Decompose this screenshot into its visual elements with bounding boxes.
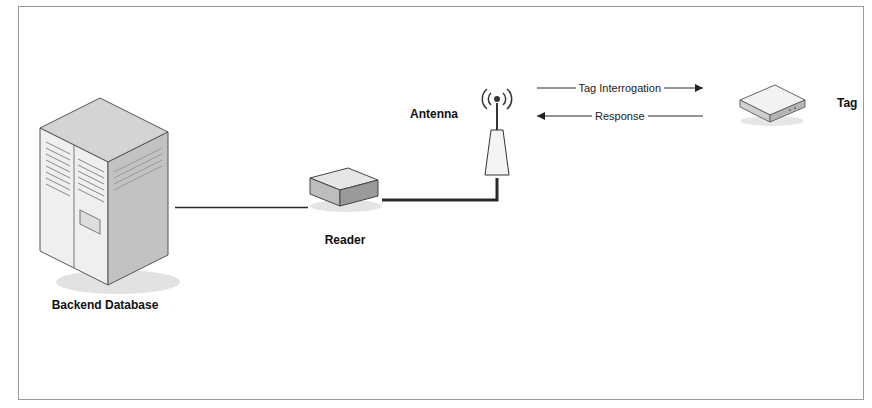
server-illustration xyxy=(40,98,180,294)
node-label: Reader xyxy=(308,233,382,247)
node-label: Backend Database xyxy=(35,298,175,312)
node-label: Tag xyxy=(837,96,863,110)
device-node: Tag xyxy=(703,75,863,130)
cable-line xyxy=(382,178,497,200)
antenna-illustration xyxy=(482,89,511,175)
device-node: Reader xyxy=(308,165,382,250)
device-node: Antenna xyxy=(405,85,537,178)
reader-illustration xyxy=(310,168,382,212)
edge-label: Response xyxy=(592,110,648,123)
device-node: Backend Database xyxy=(35,92,175,317)
tag-illustration xyxy=(740,85,805,126)
node-label: Antenna xyxy=(410,107,480,121)
edge-label: Tag Interrogation xyxy=(576,82,665,95)
frame xyxy=(19,7,864,400)
cable-line xyxy=(175,207,308,209)
